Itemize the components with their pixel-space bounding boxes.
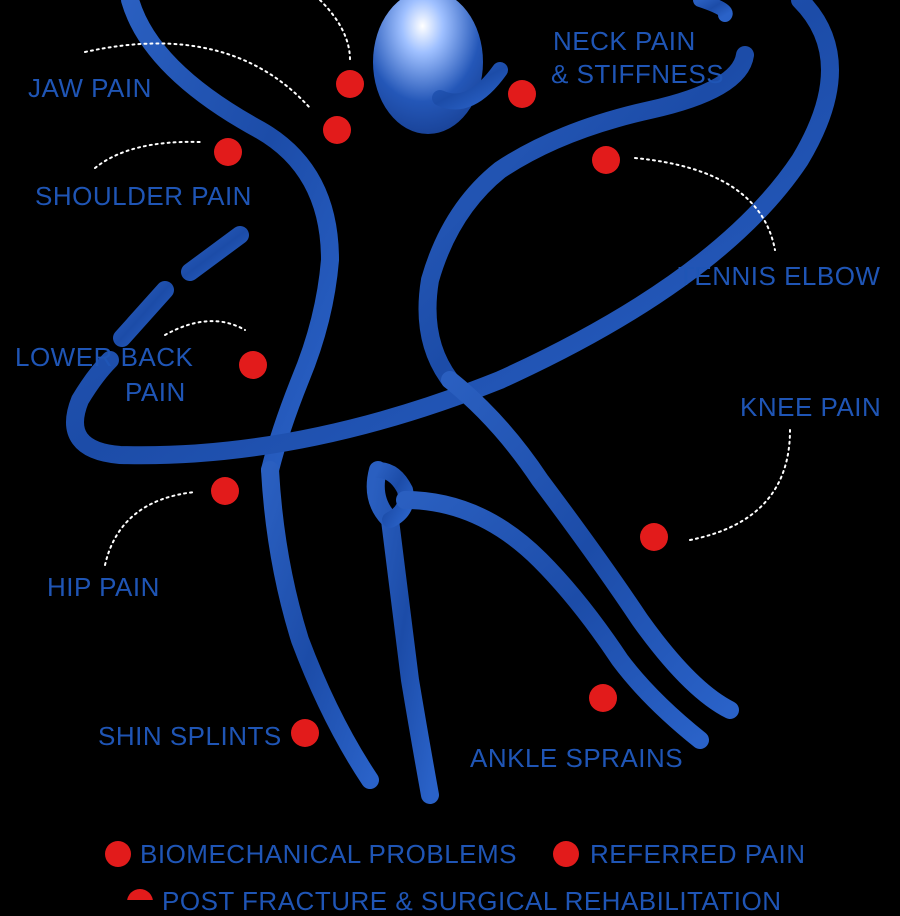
leader-neck xyxy=(319,0,351,61)
leader-shoulder xyxy=(94,140,201,169)
right-arm-upper xyxy=(693,0,733,22)
right-leg-inner xyxy=(366,461,439,804)
marker-jaw xyxy=(336,70,364,98)
label-knee-pain: KNEE PAIN xyxy=(740,392,882,422)
legend-referred: REFERRED PAIN xyxy=(590,839,806,869)
orbit-dash-1 xyxy=(113,281,174,347)
marker-knee xyxy=(640,523,668,551)
marker-lowerback xyxy=(239,351,267,379)
label-jaw-pain: JAW PAIN xyxy=(28,73,152,103)
marker-neck xyxy=(508,80,536,108)
marker-jaw-2 xyxy=(323,116,351,144)
label-ankle-sprains: ANKLE SPRAINS xyxy=(470,743,684,773)
label-neck-pain-line2: & STIFFNESS xyxy=(551,59,725,89)
label-lower-back-line1: LOWER BACK xyxy=(15,342,194,372)
leader-lowerback xyxy=(164,320,246,336)
legend-biomechanical: BIOMECHANICAL PROBLEMS xyxy=(140,839,518,869)
marker-shin xyxy=(291,719,319,747)
label-hip-pain: HIP PAIN xyxy=(47,572,160,602)
chin-curve xyxy=(432,62,508,110)
right-arm xyxy=(418,46,754,389)
marker-ankle xyxy=(589,684,617,712)
leader-knee xyxy=(689,429,791,541)
marker-shoulder xyxy=(214,138,242,166)
legend-postfracture: POST FRACTURE & SURGICAL REHABILITATION xyxy=(162,886,782,916)
right-leg-hook xyxy=(370,462,414,528)
left-arm xyxy=(121,0,339,479)
leader-jaw xyxy=(84,42,311,109)
marker-hip xyxy=(211,477,239,505)
marker-tennis xyxy=(592,146,620,174)
label-lower-back-line2: PAIN xyxy=(125,377,186,407)
legend-marker-biomechanical xyxy=(105,841,131,867)
leader-hip xyxy=(104,491,196,566)
left-leg xyxy=(261,461,379,789)
kicking-leg xyxy=(396,491,709,749)
legend-marker-postfracture xyxy=(127,889,153,900)
legend-marker-referred xyxy=(553,841,579,867)
label-tennis-elbow: TENNIS ELBOW xyxy=(678,261,881,291)
leader-tennis xyxy=(634,157,776,251)
label-neck-pain-line1: NECK PAIN xyxy=(553,26,696,56)
hip-line xyxy=(441,371,739,719)
label-shin-splints: SHIN SPLINTS xyxy=(98,721,282,751)
head-shape xyxy=(373,0,483,134)
label-shoulder-pain: SHOULDER PAIN xyxy=(35,181,252,211)
orbit-dash-2 xyxy=(181,226,249,281)
